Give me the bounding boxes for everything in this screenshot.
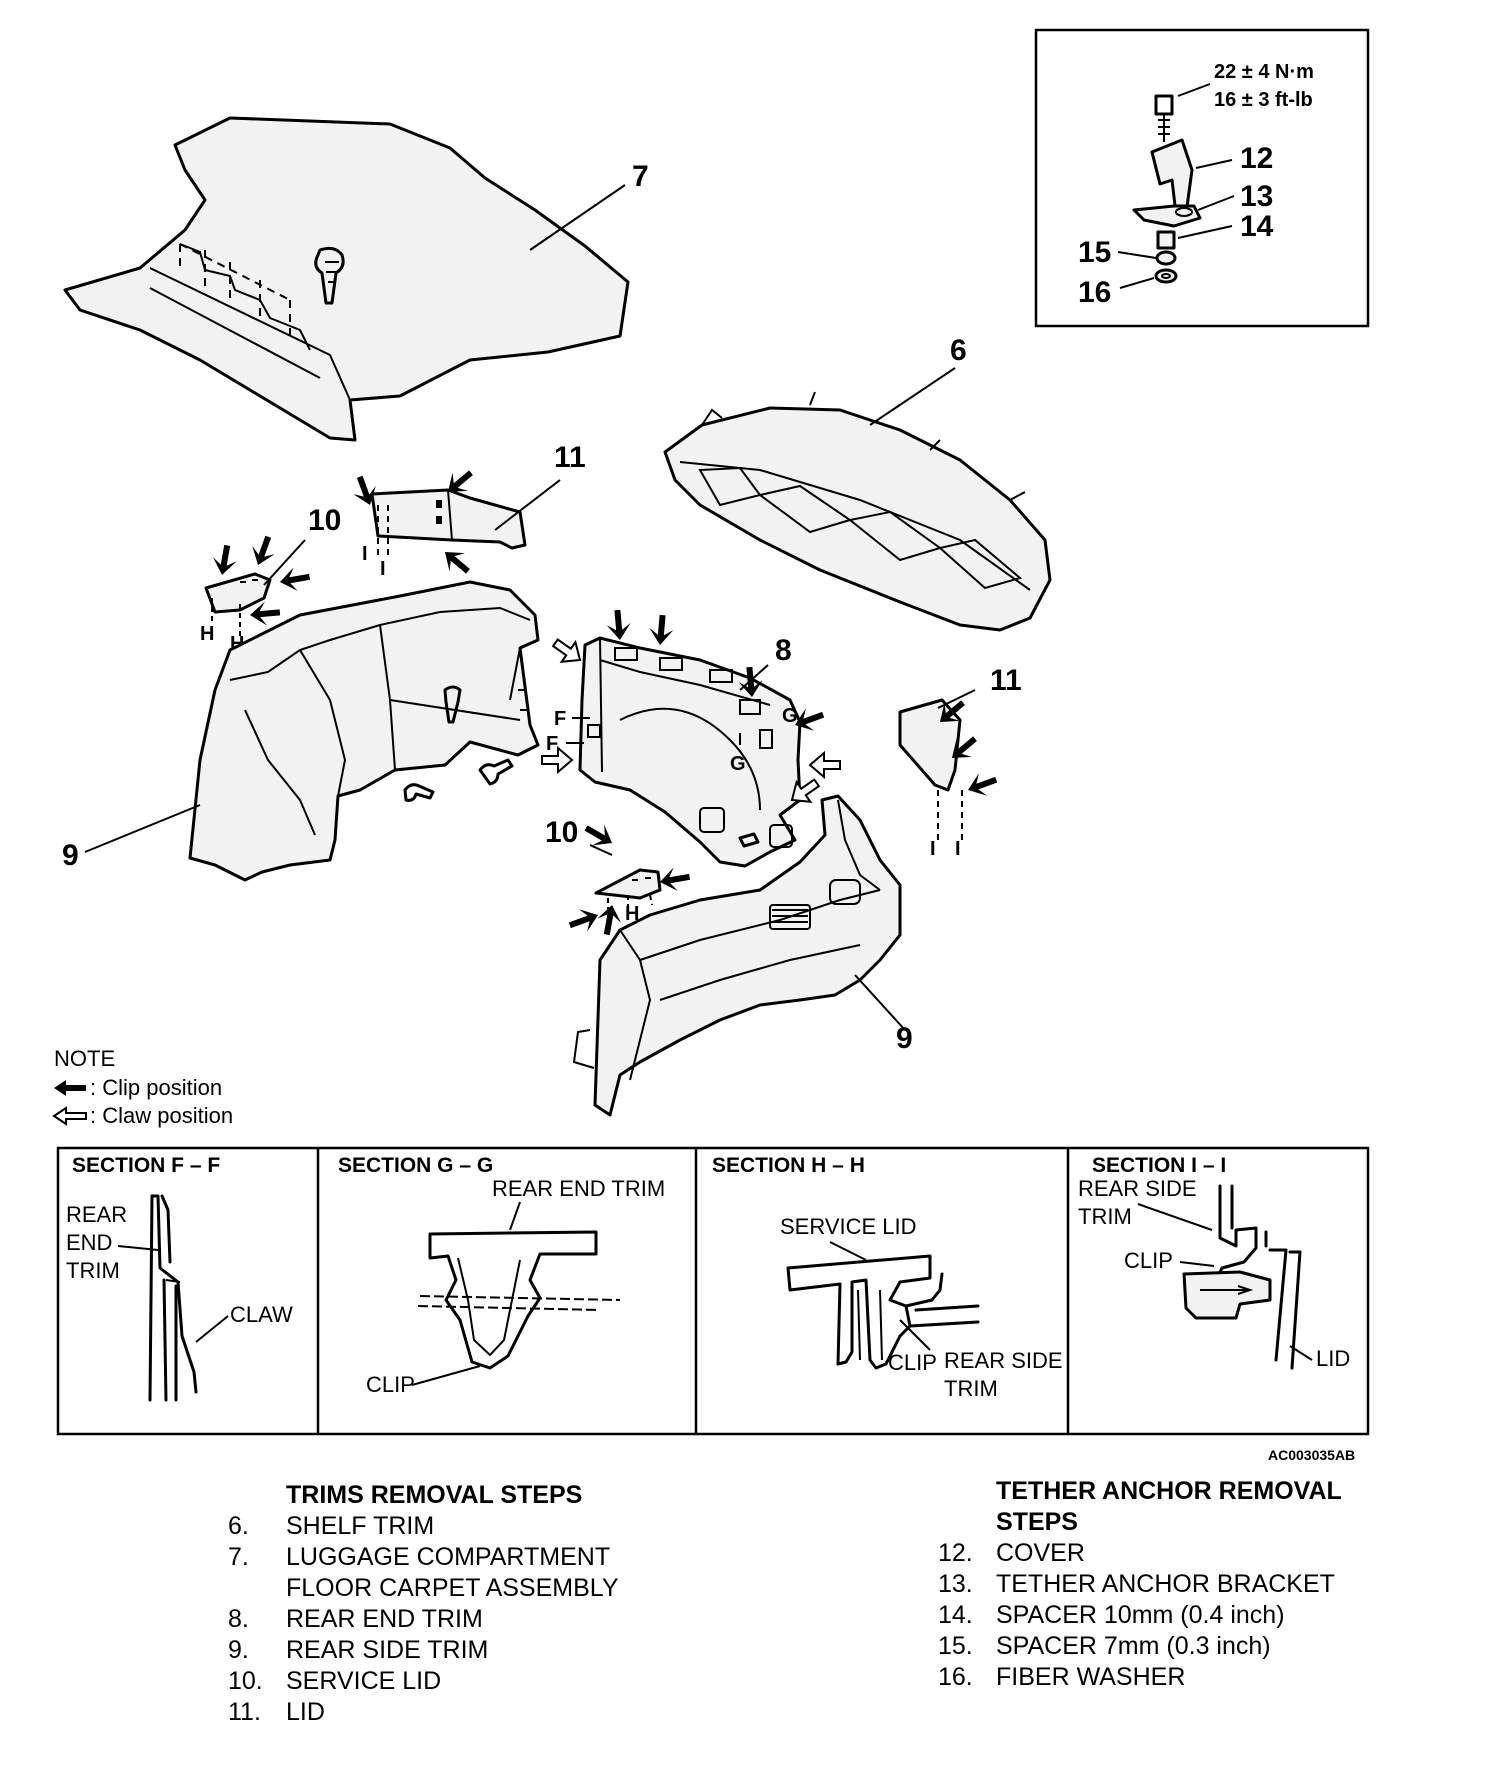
tether-anchor-inset: 22 ± 4 N·m 16 ± 3 ft-lb 12 13 14 15 16 bbox=[1034, 28, 1370, 328]
callout-15: 15 bbox=[1078, 236, 1111, 269]
list-item: 12.COVER bbox=[938, 1539, 1085, 1567]
callout-11-right: 11 bbox=[990, 664, 1022, 697]
svg-text:REAR: REAR bbox=[66, 1202, 127, 1227]
shelf-trim-part-6 bbox=[663, 391, 1052, 632]
torque-ftlb: 16 ± 3 ft-lb bbox=[1214, 89, 1313, 111]
note-title: NOTE bbox=[54, 1046, 115, 1071]
svg-text:SECTION I – I: SECTION I – I bbox=[1092, 1154, 1226, 1177]
svg-text:I: I bbox=[955, 838, 961, 860]
list-item: 15.SPACER 7mm (0.3 inch) bbox=[938, 1632, 1271, 1660]
section-g-g: SECTION G – G REAR END TRIM CLIP bbox=[338, 1154, 665, 1397]
list-item: 7.LUGGAGE COMPARTMENT bbox=[228, 1543, 611, 1571]
tether-steps-title-2: STEPS bbox=[996, 1508, 1078, 1536]
rear-side-trim-part-9-left bbox=[188, 580, 540, 882]
svg-text:I: I bbox=[930, 838, 936, 860]
callout-13: 13 bbox=[1240, 180, 1273, 213]
svg-text:SECTION H – H: SECTION H – H bbox=[712, 1154, 865, 1177]
svg-text:I: I bbox=[380, 558, 386, 580]
svg-text:CLIP: CLIP bbox=[888, 1350, 937, 1375]
callout-8: 8 bbox=[775, 634, 792, 667]
svg-text:REAR SIDE: REAR SIDE bbox=[944, 1348, 1063, 1373]
list-item: FLOOR CARPET ASSEMBLY bbox=[286, 1574, 619, 1602]
svg-text:H: H bbox=[625, 903, 639, 925]
callout-16: 16 bbox=[1078, 276, 1111, 309]
callout-10-left: 10 bbox=[308, 504, 341, 537]
figure-code: AC003035AB bbox=[1268, 1447, 1355, 1463]
service-lid-part-10-left: H H bbox=[200, 572, 272, 655]
svg-text:SECTION F – F: SECTION F – F bbox=[72, 1154, 220, 1177]
svg-text:F: F bbox=[546, 733, 558, 755]
section-panels: SECTION F – F REAR END TRIM CLAW SECTION… bbox=[56, 1146, 1370, 1436]
svg-text:CLAW: CLAW bbox=[230, 1302, 293, 1327]
callout-9-left: 9 bbox=[62, 839, 79, 872]
rear-end-trim-part-8 bbox=[578, 636, 802, 868]
claw-legend-label: : Claw position bbox=[90, 1103, 233, 1128]
rear-side-trim-part-9-right bbox=[572, 794, 902, 1117]
callout-leaders bbox=[84, 184, 976, 1031]
callout-14: 14 bbox=[1240, 210, 1274, 243]
section-cut-marks: F F G G bbox=[546, 705, 798, 775]
clip-legend-label: : Clip position bbox=[90, 1075, 222, 1100]
list-item: 8.REAR END TRIM bbox=[228, 1605, 483, 1633]
callout-7: 7 bbox=[632, 160, 649, 193]
callout-numbers: 7 6 11 10 8 11 10 9 9 bbox=[62, 160, 1022, 1055]
svg-text:END: END bbox=[66, 1230, 112, 1255]
list-item: 9.REAR SIDE TRIM bbox=[228, 1636, 489, 1664]
list-item: 10.SERVICE LID bbox=[228, 1667, 442, 1695]
tether-steps-title-1: TETHER ANCHOR REMOVAL bbox=[996, 1477, 1342, 1505]
svg-text:TRIM: TRIM bbox=[66, 1258, 120, 1283]
svg-text:G: G bbox=[730, 753, 746, 775]
floor-carpet-part-7 bbox=[63, 116, 630, 442]
list-item: 11.LID bbox=[228, 1698, 325, 1726]
svg-text:CLIP: CLIP bbox=[366, 1372, 415, 1397]
svg-text:CLIP: CLIP bbox=[1124, 1248, 1173, 1273]
callout-12: 12 bbox=[1240, 142, 1273, 175]
trims-removal-steps: TRIMS REMOVAL STEPS 6.SHELF TRIM 7.LUGGA… bbox=[228, 1480, 698, 1728]
svg-text:REAR END TRIM: REAR END TRIM bbox=[492, 1176, 665, 1201]
lid-part-11-left: I I bbox=[362, 488, 527, 580]
svg-text:SERVICE LID: SERVICE LID bbox=[780, 1214, 917, 1239]
clip-legend-icon bbox=[54, 1080, 86, 1096]
trims-steps-title: TRIMS REMOVAL STEPS bbox=[286, 1481, 583, 1509]
section-h-h: SECTION H – H SERVICE LID CLIP REAR SIDE… bbox=[712, 1154, 1063, 1401]
tether-anchor-removal-steps: TETHER ANCHOR REMOVAL STEPS 12.COVER 13.… bbox=[938, 1476, 1358, 1693]
svg-text:F: F bbox=[554, 708, 566, 730]
list-item: 13.TETHER ANCHOR BRACKET bbox=[938, 1570, 1335, 1598]
callout-11-left: 11 bbox=[554, 441, 586, 474]
list-item: 14.SPACER 10mm (0.4 inch) bbox=[938, 1601, 1285, 1629]
list-item: 16.FIBER WASHER bbox=[938, 1663, 1186, 1691]
section-i-i: SECTION I – I REAR SIDE TRIM CLIP LID bbox=[1078, 1154, 1350, 1371]
svg-text:TRIM: TRIM bbox=[1078, 1204, 1132, 1229]
callout-10-right: 10 bbox=[545, 816, 578, 849]
svg-text:H: H bbox=[200, 623, 214, 645]
svg-text:REAR SIDE: REAR SIDE bbox=[1078, 1176, 1197, 1201]
svg-text:SECTION G – G: SECTION G – G bbox=[338, 1154, 493, 1177]
legend-note: NOTE : Clip position : Claw position bbox=[52, 1046, 233, 1128]
claw-legend-icon bbox=[52, 1106, 87, 1126]
svg-text:LID: LID bbox=[1316, 1346, 1350, 1371]
svg-text:G: G bbox=[782, 705, 798, 727]
section-f-f: SECTION F – F REAR END TRIM CLAW bbox=[66, 1154, 293, 1402]
svg-text:I: I bbox=[362, 543, 368, 565]
lid-part-11-right: I I bbox=[898, 698, 963, 860]
torque-nm: 22 ± 4 N·m bbox=[1214, 61, 1314, 83]
callout-6: 6 bbox=[950, 334, 967, 367]
list-item: 6.SHELF TRIM bbox=[228, 1512, 435, 1540]
callout-9-right: 9 bbox=[896, 1022, 913, 1055]
svg-text:TRIM: TRIM bbox=[944, 1376, 998, 1401]
